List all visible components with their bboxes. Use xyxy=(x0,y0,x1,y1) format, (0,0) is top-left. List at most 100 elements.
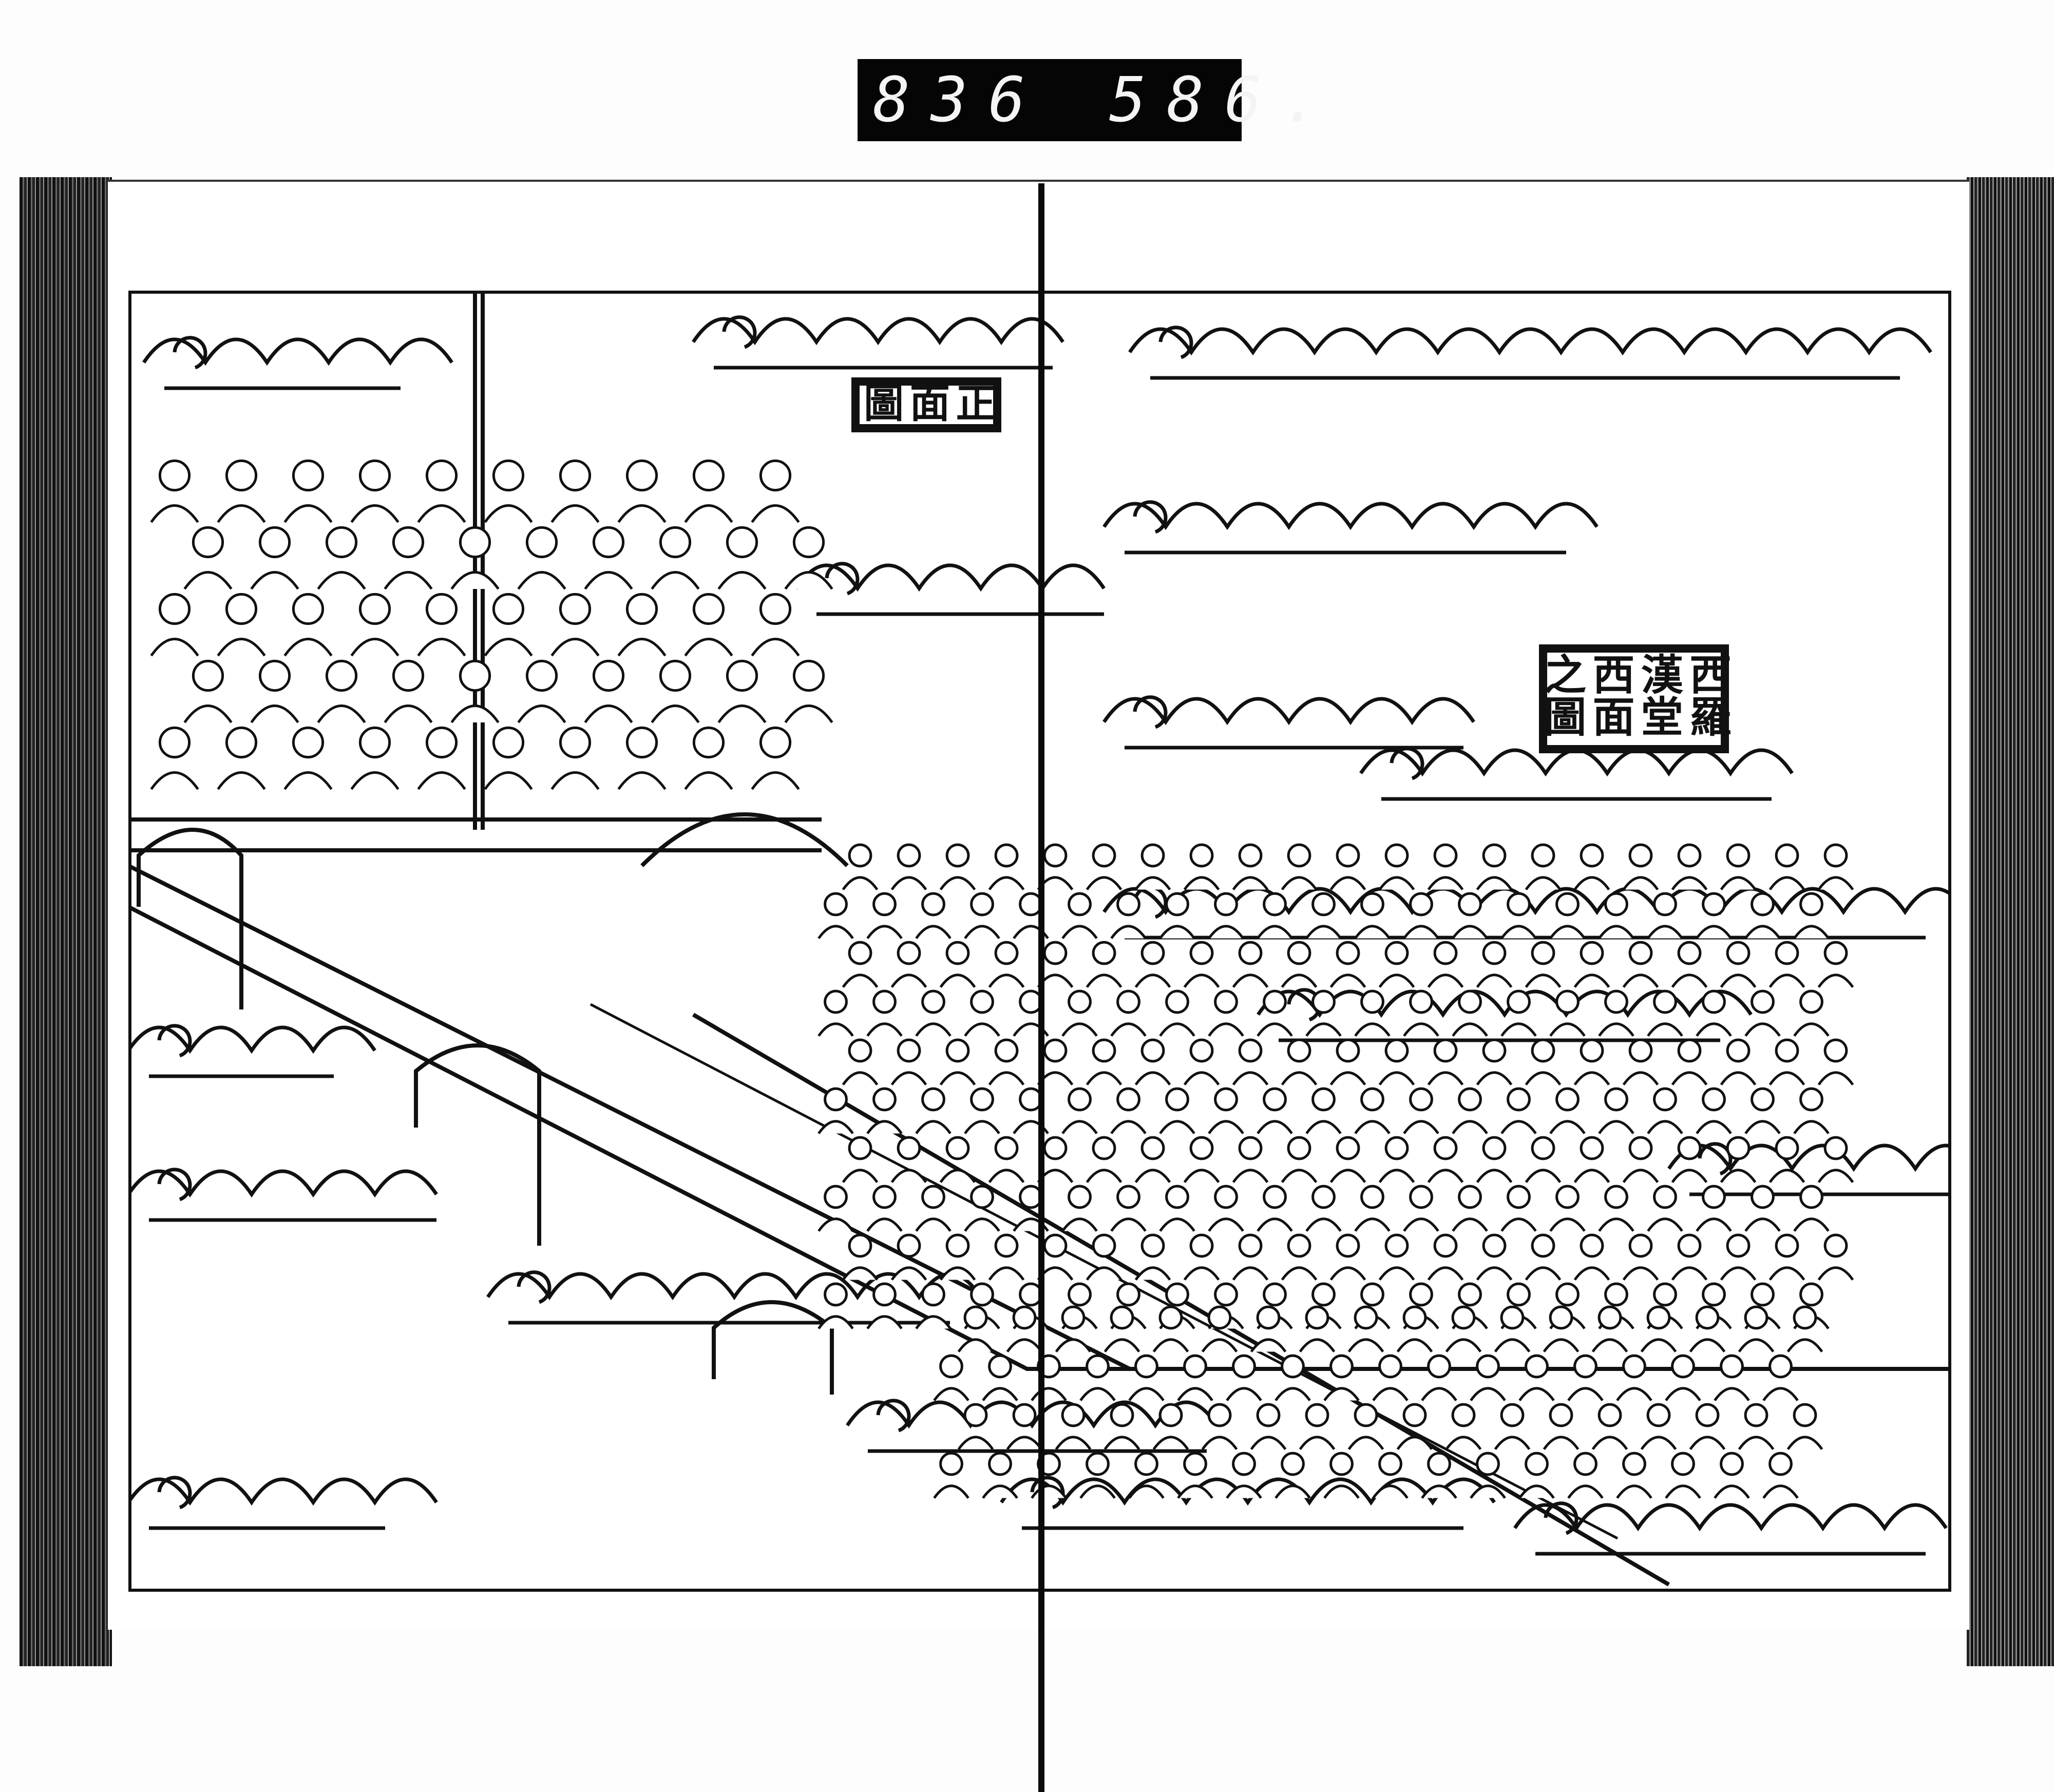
arhat-robe xyxy=(1500,1217,1537,1232)
arhat-robe xyxy=(1768,1169,1805,1183)
arhat-robe xyxy=(1714,1484,1750,1499)
arhat-figure xyxy=(897,1038,921,1063)
arhat-robe xyxy=(1525,876,1562,890)
arched-window-2 xyxy=(414,1043,541,1246)
arhat-robe xyxy=(1427,1266,1464,1281)
arhat-figure xyxy=(1671,1354,1695,1379)
arhat-robe xyxy=(283,504,333,523)
arhat-figure xyxy=(1525,1354,1549,1379)
arhat-figure xyxy=(1402,1305,1427,1330)
arhat-robe xyxy=(1494,1338,1531,1352)
arhat-robe xyxy=(1500,1022,1537,1037)
arhat-figure xyxy=(939,1354,963,1379)
arhat-figure xyxy=(1451,1305,1476,1330)
arhat-figure xyxy=(1580,941,1604,965)
arhat-figure xyxy=(592,659,625,692)
arhat-robe xyxy=(1768,1071,1805,1085)
arhat-robe xyxy=(1403,1217,1439,1232)
arhat-robe xyxy=(1232,1266,1269,1281)
arhat-figure xyxy=(1189,941,1214,965)
arhat-robe xyxy=(1232,1169,1269,1183)
arhat-robe xyxy=(1671,876,1708,890)
arhat-robe xyxy=(1817,974,1854,988)
arhat-robe xyxy=(1055,1436,1092,1450)
arhat-figure xyxy=(1775,1038,1799,1063)
arhat-figure xyxy=(824,892,848,917)
arhat-figure xyxy=(1207,1403,1232,1427)
arhat-robe xyxy=(684,504,733,523)
arhat-figure xyxy=(659,659,692,692)
arhat-figure xyxy=(592,526,625,559)
arhat-figure xyxy=(1525,1452,1549,1476)
arhat-robe xyxy=(1177,1484,1213,1499)
arhat-figure xyxy=(897,843,921,868)
arhat-robe xyxy=(317,704,366,723)
arhat-robe xyxy=(1549,925,1586,939)
arhat-figure xyxy=(848,1233,872,1258)
arhat-figure xyxy=(1189,843,1214,868)
arhat-figure xyxy=(1232,1452,1256,1476)
arhat-figure xyxy=(1287,941,1311,965)
arhat-figure xyxy=(1263,1185,1287,1209)
arhat-figure xyxy=(1604,892,1628,917)
arhat-robe xyxy=(1591,1436,1628,1450)
arhat-robe xyxy=(1329,876,1366,890)
arhat-robe xyxy=(1257,925,1293,939)
arhat-figure xyxy=(358,459,391,492)
arhat-robe xyxy=(1689,1338,1726,1352)
arhat-robe xyxy=(817,1217,854,1232)
cloud-scroll xyxy=(1000,1476,1496,1530)
arhat-robe xyxy=(1665,1387,1701,1401)
arhat-robe xyxy=(1671,1266,1708,1281)
arhat-robe xyxy=(933,1484,969,1499)
arhat-robe xyxy=(1696,1217,1732,1232)
arhat-robe xyxy=(1299,1338,1336,1352)
arhat-figure xyxy=(1604,1185,1628,1209)
arhat-robe xyxy=(1689,1436,1726,1450)
arhat-robe xyxy=(1079,1387,1116,1401)
arhat-figure xyxy=(1482,1233,1507,1258)
arhat-robe xyxy=(1768,876,1805,890)
arhat-figure xyxy=(1433,1233,1458,1258)
arhat-figure xyxy=(1329,1354,1354,1379)
arhat-figure xyxy=(1677,1136,1702,1160)
arhat-figure xyxy=(1677,941,1702,965)
arhat-figure xyxy=(1068,1185,1092,1209)
arhat-robe xyxy=(890,1169,927,1183)
arhat-figure xyxy=(1232,1354,1256,1379)
arhat-figure xyxy=(1068,1087,1092,1112)
arhat-robe xyxy=(1086,1266,1123,1281)
arhat-robe xyxy=(1665,1484,1701,1499)
arhat-figure xyxy=(492,593,525,625)
arhat-figure xyxy=(1793,1403,1817,1427)
arhat-robe xyxy=(1573,1071,1610,1085)
arhat-robe xyxy=(1134,1071,1171,1085)
arhat-robe xyxy=(1817,876,1854,890)
arhat-figure xyxy=(1751,1087,1775,1112)
arhat-robe xyxy=(1128,1387,1165,1401)
arhat-figure xyxy=(921,1087,945,1112)
arhat-robe xyxy=(1768,974,1805,988)
arhat-figure xyxy=(1628,843,1653,868)
arhat-robe xyxy=(1110,1022,1147,1037)
arhat-robe xyxy=(1476,1169,1513,1183)
arhat-robe xyxy=(784,704,833,723)
arhat-robe xyxy=(1762,1387,1799,1401)
arhat-figure xyxy=(939,1452,963,1476)
arhat-figure xyxy=(1751,989,1775,1014)
arhat-robe xyxy=(217,504,266,523)
arhat-robe xyxy=(1110,1217,1147,1232)
arhat-figure xyxy=(1580,1233,1604,1258)
arhat-robe xyxy=(1671,1071,1708,1085)
arhat-figure xyxy=(425,593,458,625)
arhat-robe xyxy=(1793,1022,1830,1037)
arhat-robe xyxy=(1616,1484,1652,1499)
arhat-robe xyxy=(939,876,976,890)
cloud-scroll xyxy=(128,1168,438,1222)
arhat-figure xyxy=(792,659,825,692)
arhat-robe xyxy=(1622,1169,1659,1183)
arhat-figure xyxy=(392,526,425,559)
arhat-figure xyxy=(692,459,725,492)
arhat-robe xyxy=(417,638,466,657)
arhat-figure xyxy=(1646,1403,1671,1427)
